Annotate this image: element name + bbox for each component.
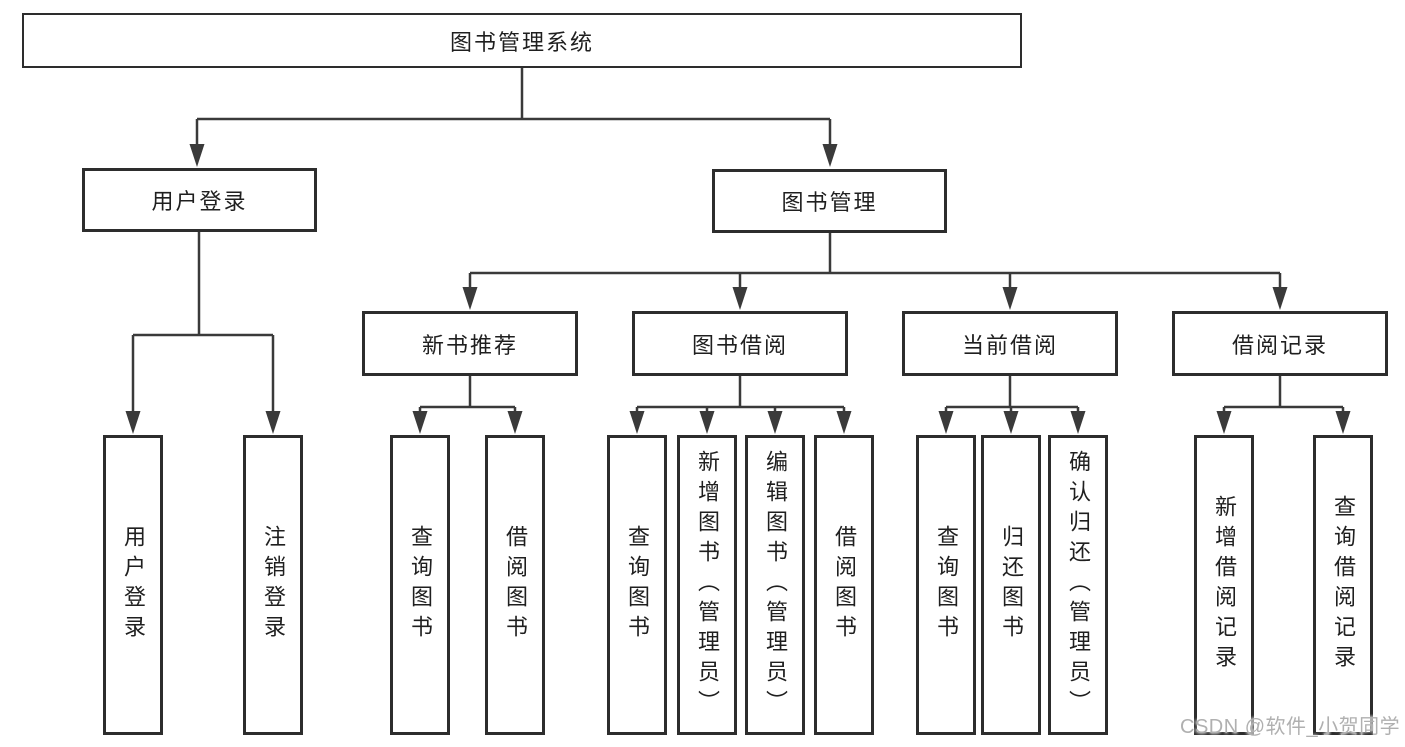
leaf-label: 确认归还（管理员） xyxy=(1066,450,1091,720)
node-book-management: 图书管理 xyxy=(712,169,947,233)
node-current-borrowing: 当前借阅 xyxy=(902,311,1118,376)
leaf-add-borrow-record: 新增借阅记录 xyxy=(1194,435,1254,735)
leaf-label: 查询图书 xyxy=(625,525,650,645)
node-library-management-system: 图书管理系统 xyxy=(22,13,1022,68)
leaf-query-books-current: 查询图书 xyxy=(916,435,976,735)
leaf-query-books-borrowing: 查询图书 xyxy=(607,435,667,735)
node-label: 用户登录 xyxy=(151,189,248,214)
node-label: 图书管理 xyxy=(781,190,878,215)
leaf-add-books-admin: 新增图书（管理员） xyxy=(677,435,737,735)
leaf-logout-login: 注销登录 xyxy=(243,435,303,735)
leaf-confirm-return-admin: 确认归还（管理员） xyxy=(1048,435,1108,735)
leaf-label: 注销登录 xyxy=(261,525,286,645)
leaf-borrow-books-newbooks: 借阅图书 xyxy=(485,435,545,735)
node-label: 当前借阅 xyxy=(961,332,1058,358)
leaf-label: 归还图书 xyxy=(999,525,1024,645)
node-user-login: 用户登录 xyxy=(82,168,317,232)
node-label: 图书管理系统 xyxy=(449,29,594,55)
leaf-label: 借阅图书 xyxy=(503,525,528,645)
node-label: 图书借阅 xyxy=(691,332,788,358)
leaf-borrow-books-borrowing: 借阅图书 xyxy=(814,435,874,735)
leaf-query-borrow-record: 查询借阅记录 xyxy=(1313,435,1373,735)
leaf-label: 查询图书 xyxy=(408,525,433,645)
leaf-label: 查询图书 xyxy=(934,525,959,645)
leaf-query-books-newbooks: 查询图书 xyxy=(390,435,450,735)
node-label: 借阅记录 xyxy=(1231,332,1328,358)
leaf-label: 编辑图书（管理员） xyxy=(763,450,788,720)
node-borrowing-records: 借阅记录 xyxy=(1172,311,1388,376)
leaf-label: 新增借阅记录 xyxy=(1212,495,1237,675)
leaf-user-login: 用户登录 xyxy=(103,435,163,735)
leaf-label: 借阅图书 xyxy=(832,525,857,645)
leaf-label: 用户登录 xyxy=(121,525,146,645)
leaf-return-books: 归还图书 xyxy=(981,435,1041,735)
node-new-book-recommendation: 新书推荐 xyxy=(362,311,578,376)
leaf-edit-books-admin: 编辑图书（管理员） xyxy=(745,435,805,735)
leaf-label: 查询借阅记录 xyxy=(1331,495,1356,675)
node-label: 新书推荐 xyxy=(421,332,518,358)
watermark: CSDN @软件_小贺同学 xyxy=(1180,716,1401,738)
node-book-borrowing: 图书借阅 xyxy=(632,311,848,376)
leaf-label: 新增图书（管理员） xyxy=(695,450,720,720)
